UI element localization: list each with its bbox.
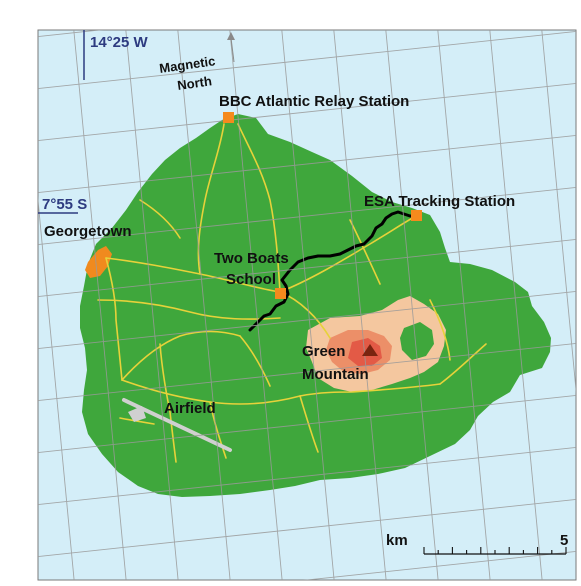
magnetic-north-label-line2: North [176, 73, 212, 93]
scale-bar: km 5 [386, 532, 568, 555]
green-mountain-label-line2: Mountain [302, 366, 369, 383]
airfield-label: Airfield [164, 400, 216, 417]
forest-patch [400, 322, 434, 360]
scale-max-label: 5 [560, 532, 568, 549]
latitude-label: 7°55 S [42, 196, 87, 213]
two-boats-label-line2: School [226, 271, 276, 288]
graticule-grid [38, 30, 576, 580]
square-marker-icon [223, 112, 234, 123]
scale-bar-ticks [423, 547, 567, 554]
arrow-icon [227, 32, 235, 40]
footpath-trail [248, 210, 418, 332]
esa-station-label: ESA Tracking Station [364, 193, 515, 210]
airfield-apron [128, 406, 146, 422]
bbc-station-label: BBC Atlantic Relay Station [219, 93, 409, 110]
green-mountain-label-line1: Green [302, 343, 345, 360]
magnetic-north-arrow-shaft [230, 37, 235, 63]
square-marker-icon [275, 288, 286, 299]
georgetown-label: Georgetown [44, 223, 132, 240]
two-boats-label-line1: Two Boats [214, 250, 289, 267]
georgetown-town-area [85, 246, 112, 278]
triangle-peak-icon [362, 344, 378, 356]
square-marker-icon [411, 210, 422, 221]
island-landmass [80, 114, 551, 497]
longitude-label: 14°25 W [90, 34, 149, 51]
scale-unit-label: km [386, 532, 408, 549]
